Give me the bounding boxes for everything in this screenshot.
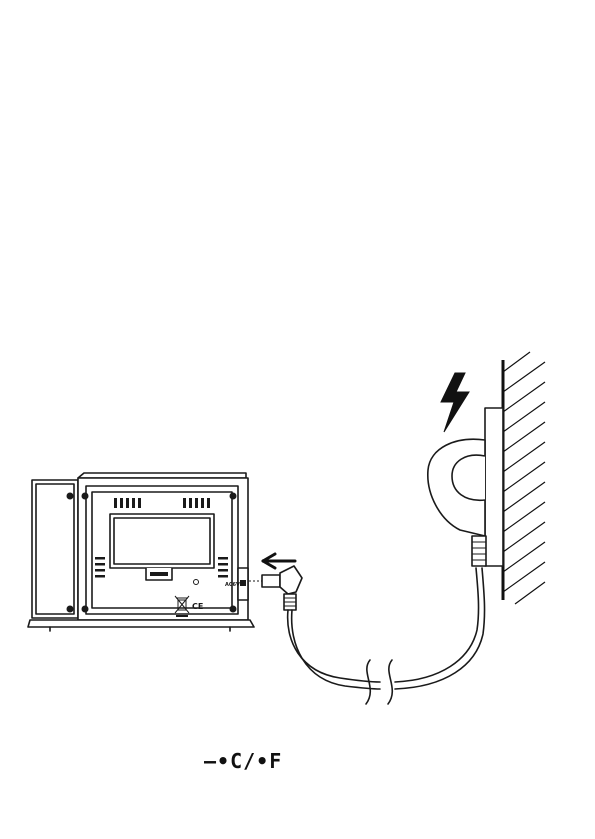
plug-tip: [262, 575, 280, 587]
power-cable: [288, 568, 485, 704]
weather-station-rear: CE AC6V: [28, 473, 254, 631]
screw-icon: [67, 493, 74, 500]
plug-body: [280, 566, 302, 594]
screw-icon: [67, 606, 74, 613]
latch-grip: [150, 572, 168, 576]
power-plug: [249, 566, 302, 610]
cable-right-lower: [395, 568, 485, 689]
battery-compartment: [110, 514, 214, 568]
lightning-bolt-icon: [441, 373, 469, 432]
screw-icon: [230, 493, 237, 500]
wall-power-adapter: [428, 408, 503, 566]
cable-left-upper: [288, 610, 380, 682]
screw-icon: [82, 606, 89, 613]
adapter-wall-plate: [485, 408, 503, 566]
unit-toggle-label: –•C/•F: [204, 749, 282, 773]
side-panel: [32, 480, 78, 618]
cable-break-right: [388, 660, 392, 704]
screw-icon: [230, 606, 237, 613]
base-plate: [28, 620, 254, 627]
screw-icon: [82, 493, 89, 500]
adapter-strain-relief: [472, 536, 486, 566]
wall-hatching: [503, 352, 545, 604]
ce-mark: CE: [192, 602, 203, 611]
jack-label: AC6V: [225, 582, 240, 588]
wall: [503, 352, 545, 604]
dc-jack-socket: [240, 580, 246, 586]
left-arrow-icon: [263, 554, 295, 568]
